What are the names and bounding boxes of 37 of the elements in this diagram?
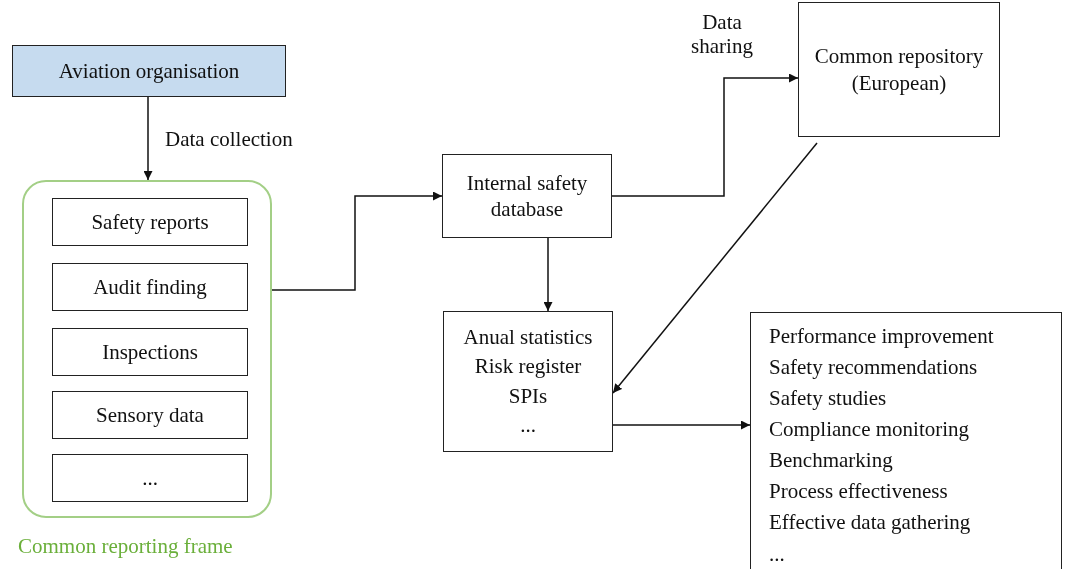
node-text: Process effectiveness bbox=[769, 478, 948, 506]
process-box bbox=[443, 311, 613, 452]
process-box bbox=[12, 45, 286, 97]
node-text: SPIs bbox=[508, 382, 548, 410]
node-text: Safety reports bbox=[91, 208, 209, 236]
arrow bbox=[543, 237, 553, 312]
node-text: Benchmarking bbox=[769, 447, 893, 475]
arrow bbox=[612, 142, 818, 394]
node-text: ... bbox=[769, 540, 785, 568]
process-box bbox=[52, 454, 248, 502]
process-box bbox=[52, 198, 248, 246]
node-text: Performance improvement bbox=[769, 323, 994, 350]
arrow bbox=[612, 420, 751, 430]
node-text: Inspections bbox=[102, 338, 198, 366]
arrow bbox=[611, 73, 799, 197]
arrow bbox=[271, 191, 443, 291]
process-box bbox=[52, 328, 248, 376]
process-box bbox=[52, 263, 248, 311]
process-box bbox=[52, 391, 248, 439]
node-text: Safety studies bbox=[769, 385, 887, 413]
node-text: Audit finding bbox=[93, 273, 207, 301]
node-text: Effective data gathering bbox=[769, 509, 971, 537]
outcome-box bbox=[750, 312, 1062, 569]
process-box bbox=[442, 154, 612, 238]
node-text: Anual statistics bbox=[463, 323, 593, 351]
node-text: ... bbox=[520, 411, 536, 439]
arrow bbox=[143, 96, 153, 181]
node-text: Compliance monitoring bbox=[769, 416, 970, 444]
node-text: Common repository (European) bbox=[813, 43, 985, 96]
node-text: Safety recommendations bbox=[769, 354, 978, 382]
process-box bbox=[798, 2, 1000, 137]
node-text: Internal safety database bbox=[465, 169, 589, 223]
node-text: ... bbox=[142, 464, 158, 492]
node-text: Risk register bbox=[474, 353, 582, 381]
node-text: Sensory data bbox=[96, 401, 204, 429]
frame-label: Common reporting frame bbox=[18, 534, 233, 559]
node-text: Aviation organisation bbox=[58, 57, 240, 85]
